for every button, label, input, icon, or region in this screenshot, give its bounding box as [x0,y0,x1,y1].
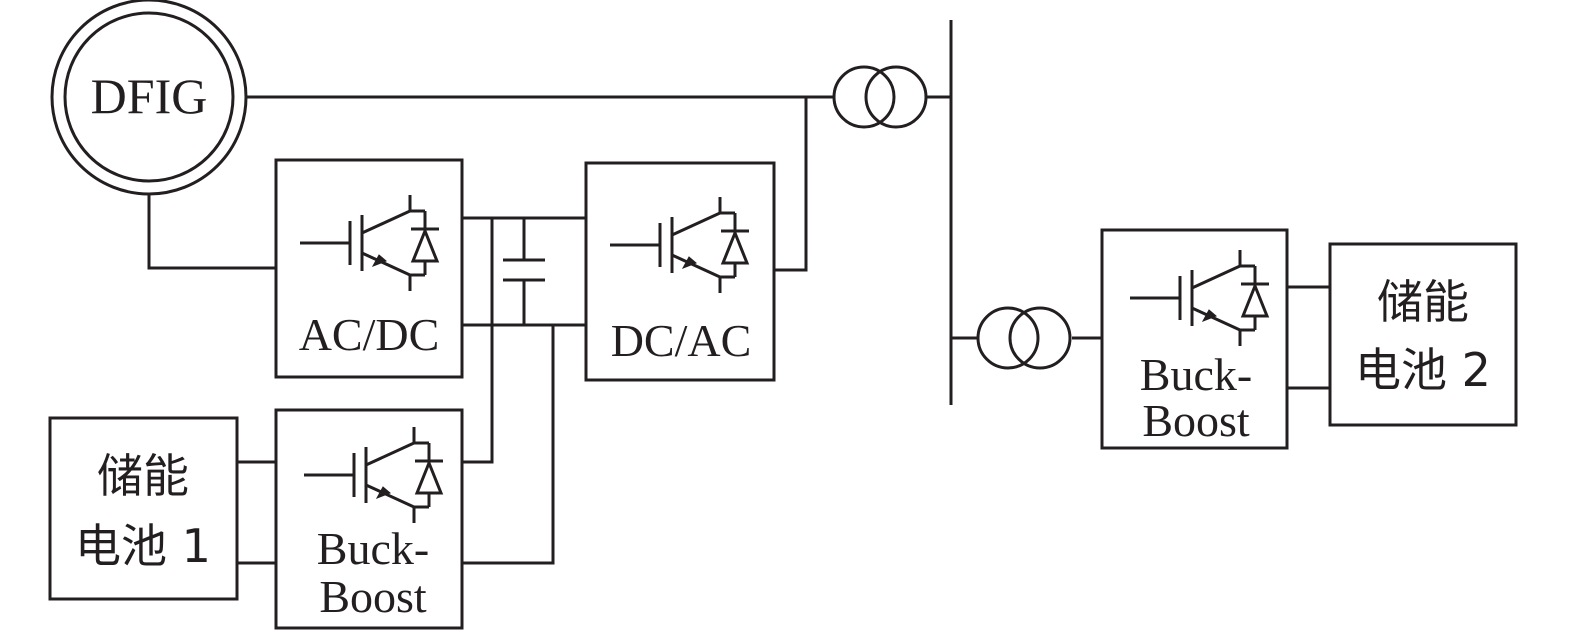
bb1-dc-top-line [462,218,494,464]
battery-2-label-line2: 电池 2 [1355,343,1491,397]
dc-link-capacitor [503,218,545,325]
rotor-line [147,194,276,270]
buck-boost-2-label-line2: Boost [1142,395,1250,446]
ac-dc-converter: AC/DC [274,158,464,379]
storage-battery-2: 储能 电池 2 [1328,242,1518,427]
battery-1-label-line1: 储能 [97,449,189,503]
buck-boost-converter-1: Buck- Boost [274,408,464,630]
wiring [147,95,1330,565]
transformer-2 [976,306,1072,370]
battery-2-label-line1: 储能 [1377,275,1469,329]
dc-ac-label: DC/AC [611,315,752,366]
buck-boost-converter-2: Buck- Boost [1100,228,1289,450]
ac-dc-label: AC/DC [299,309,440,360]
buck-boost-1-label-line1: Buck- [317,523,429,574]
dfig-generator: DFIG [50,0,248,196]
transformer-1 [832,65,928,129]
storage-battery-1: 储能 电池 1 [48,416,239,601]
dfig-label: DFIG [91,68,208,124]
grid-side-line [774,97,808,272]
buck-boost-2-label-line1: Buck- [1140,349,1252,400]
dc-ac-converter: DC/AC [584,161,776,382]
bb1-dc-bottom-line [462,325,555,565]
battery-1-label-line2: 电池 1 [75,519,211,573]
buck-boost-1-label-line2: Boost [319,571,427,622]
